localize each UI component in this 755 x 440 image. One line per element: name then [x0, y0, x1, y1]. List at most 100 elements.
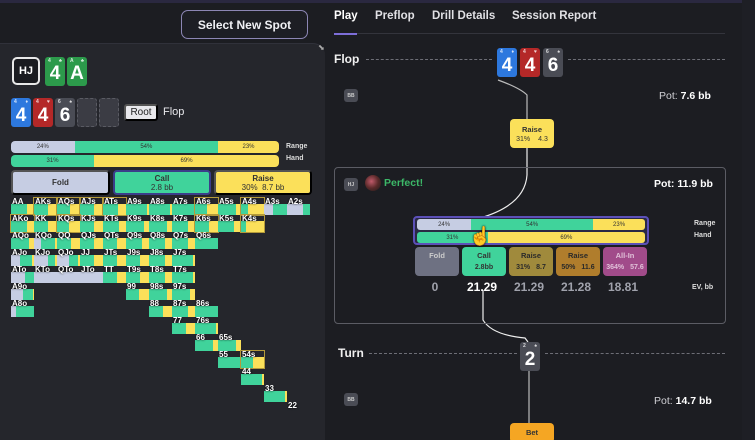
hand-matrix-cell[interactable]: AQs [56, 197, 81, 216]
hand-matrix-cell[interactable]: K8s [149, 215, 172, 232]
hand-matrix-cell[interactable]: AJs [79, 197, 104, 216]
hand-matrix-cell[interactable]: JJ [80, 249, 103, 266]
hand-matrix-cell[interactable]: KTs [103, 215, 126, 232]
hand-matrix-cell[interactable]: KQs [56, 214, 81, 233]
bet-node[interactable]: Bet [510, 423, 554, 440]
hand-matrix-cell[interactable]: KJo [34, 249, 57, 266]
hand-matrix-cell[interactable]: Q9s [126, 232, 149, 249]
cell-segment [264, 390, 285, 402]
hand-matrix-cell[interactable]: A5s [218, 198, 241, 215]
hand-matrix-cell[interactable]: AA [11, 198, 34, 215]
tree-allin-button[interactable]: All-In 364%57.6 [603, 247, 647, 276]
hand-matrix-cell[interactable]: 44 [241, 368, 264, 385]
hand-matrix-cell[interactable]: AQo [11, 232, 34, 249]
raise-action-button[interactable]: Raise 30% 8.7 bb [214, 170, 312, 195]
hand-matrix-cell[interactable]: T9s [126, 266, 149, 283]
hand-matrix-cell[interactable]: J8s [149, 249, 172, 266]
hand-matrix-cell[interactable]: TT [103, 266, 126, 283]
hand-matrix-cell[interactable]: A2s [287, 198, 310, 215]
hand-matrix-cell[interactable]: A3s [264, 198, 287, 215]
hand-matrix-cell[interactable]: J9s [126, 249, 149, 266]
hand-matrix-cell[interactable]: 76s [195, 317, 218, 334]
hand-matrix-cell[interactable]: A7s [172, 198, 195, 215]
hand-matrix-cell[interactable]: JTs [103, 249, 126, 266]
hand-matrix-cell[interactable]: K5s [218, 215, 241, 232]
cell-frequency-fill [34, 237, 57, 249]
cell-frequency-fill [172, 203, 195, 215]
hand-matrix-cell[interactable]: QTo [57, 266, 80, 283]
hand-matrix-cell[interactable]: K4s [240, 214, 265, 233]
hand-matrix-cell[interactable]: 98s [149, 283, 172, 300]
hand-matrix-cell[interactable]: T8s [149, 266, 172, 283]
hand-matrix-cell[interactable]: Q8s [149, 232, 172, 249]
tree-raise-large-button[interactable]: Raise 50%11.6 [556, 247, 600, 276]
cell-frequency-fill [172, 271, 195, 283]
hand-matrix-cell[interactable]: 33 [264, 385, 287, 402]
hand-matrix-cell[interactable]: ATs [102, 197, 127, 216]
hand-matrix-cell[interactable]: J7s [172, 249, 195, 266]
avatar [365, 175, 381, 191]
hand-label: A9s [127, 198, 142, 206]
call-action-button[interactable]: Call 2.8 bb [113, 170, 211, 195]
hand-matrix-cell[interactable]: QJs [80, 232, 103, 249]
cell-frequency-fill [241, 220, 264, 232]
hand-matrix-cell[interactable]: 54s [240, 350, 265, 369]
divider-line [369, 353, 517, 354]
hand-matrix-cell[interactable]: AJo [11, 249, 34, 266]
tab-preflop[interactable]: Preflop [375, 10, 415, 22]
hand-matrix-cell[interactable]: A8s [149, 198, 172, 215]
hand-matrix-cell[interactable]: QTs [103, 232, 126, 249]
hand-matrix-cell[interactable]: 22 [287, 402, 310, 419]
hand-matrix-cell[interactable]: 55 [218, 351, 241, 368]
hand-matrix-cell[interactable]: 99 [126, 283, 149, 300]
hand-matrix-cell[interactable]: 65s [218, 334, 241, 351]
hand-matrix-cell[interactable]: 97s [172, 283, 195, 300]
select-new-spot-button[interactable]: Select New Spot [181, 10, 308, 39]
root-button[interactable]: Root [124, 104, 158, 121]
scrollbar-track[interactable] [742, 0, 755, 440]
diamond-icon: ♦ [511, 49, 514, 55]
hand-matrix-cell[interactable]: KJs [80, 215, 103, 232]
hand-matrix-cell[interactable]: 86s [195, 300, 218, 317]
hand-matrix-cell[interactable]: A4s [240, 197, 265, 216]
hand-matrix-cell[interactable]: K7s [172, 215, 195, 232]
hand-matrix-cell[interactable]: T7s [172, 266, 195, 283]
hand-matrix-cell[interactable]: 66 [195, 334, 218, 351]
hand-matrix-cell[interactable]: ATo [11, 266, 34, 283]
tab-play[interactable]: Play [334, 10, 358, 22]
hand-matrix-cell[interactable]: A9s [126, 198, 149, 215]
cell-segment [34, 254, 48, 266]
raise-node-label: Raise [521, 124, 542, 134]
hand-matrix-cell[interactable]: KTo [34, 266, 57, 283]
tab-drill-details[interactable]: Drill Details [432, 10, 496, 22]
hand-matrix-cell[interactable]: 87s [172, 300, 195, 317]
hand-matrix-cell[interactable]: A8o [11, 300, 34, 317]
hand-label: 22 [288, 402, 297, 410]
fold-action-button[interactable]: Fold [11, 170, 110, 195]
card-corner-rank: 4 [14, 99, 17, 105]
hand-matrix-cell[interactable]: AKs [33, 197, 58, 216]
tab-session-report[interactable]: Session Report [512, 10, 597, 22]
hand-matrix-cell[interactable]: Q6s [195, 232, 218, 249]
hand-matrix-cell[interactable]: K9s [126, 215, 149, 232]
hand-matrix-cell[interactable]: JTo [80, 266, 103, 283]
hand-matrix-cell[interactable]: A9o [11, 283, 34, 300]
hand-matrix-cell[interactable]: KK [34, 215, 57, 232]
hand-matrix-cell[interactable]: Q7s [172, 232, 195, 249]
club-icon: ♣ [80, 58, 84, 64]
cell-segment [11, 203, 28, 215]
hand-matrix-cell[interactable]: 77 [172, 317, 195, 334]
cell-frequency-fill [195, 339, 218, 351]
tree-call-button[interactable]: Call 2.8bb [462, 247, 506, 276]
hand-matrix-cell[interactable]: QQ [57, 232, 80, 249]
hand-matrix-cell[interactable]: A6s [194, 197, 219, 216]
hand-matrix-cell[interactable]: AKo [10, 214, 35, 233]
hand-matrix-cell[interactable]: KQo [34, 232, 57, 249]
resize-handle-icon[interactable]: ⬊ [318, 43, 325, 52]
hand-matrix-cell[interactable]: QJo [57, 249, 80, 266]
hand-matrix-cell[interactable]: 88 [149, 300, 172, 317]
tree-raise-small-button[interactable]: Raise 31%8.7 [509, 247, 553, 276]
raise-node[interactable]: Raise 31%4.3 [510, 119, 554, 148]
tree-fold-button[interactable]: Fold [415, 247, 459, 276]
hand-matrix-cell[interactable]: K6s [194, 214, 219, 233]
